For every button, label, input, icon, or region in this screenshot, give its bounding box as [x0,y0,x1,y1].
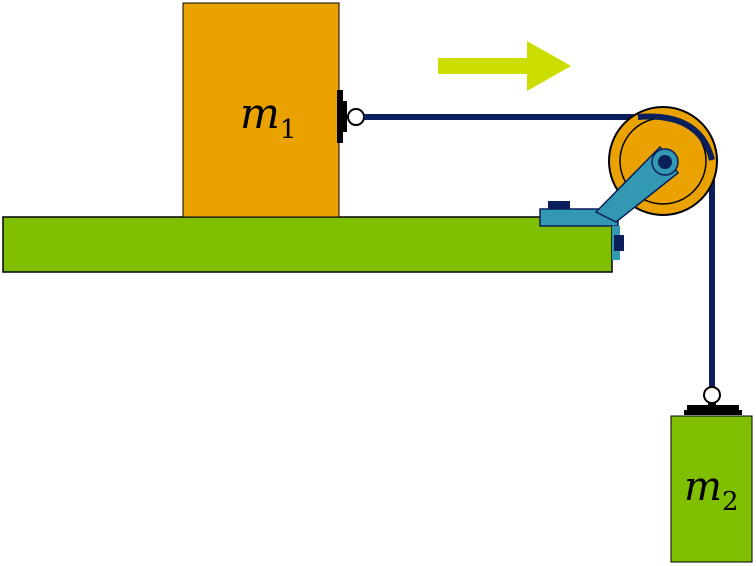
pulley-arm [594,145,680,223]
rope-over-pulley [637,113,715,161]
table-surface [2,216,613,273]
mass-1-label: m1 [240,89,296,145]
right-arrow-icon [438,41,571,91]
mass-2-label: m2 [684,464,738,517]
mass-2-hook [684,386,742,415]
mass-1-hook [337,90,365,143]
mass-1-block [182,2,340,218]
mass-2-block [670,415,753,563]
